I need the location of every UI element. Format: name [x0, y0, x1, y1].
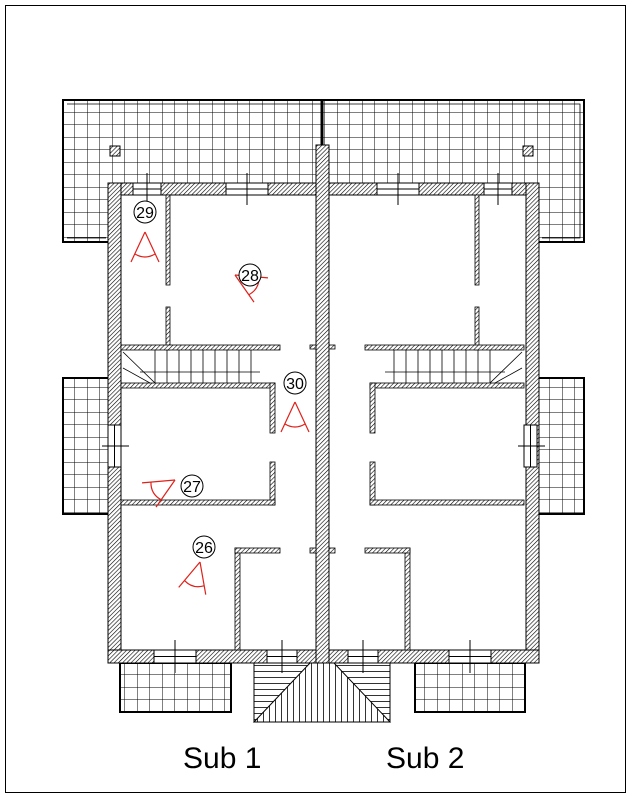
view-angle-icon — [280, 401, 310, 433]
view-ray — [144, 231, 160, 263]
interior-wall — [369, 382, 376, 434]
interior-wall — [369, 382, 525, 389]
view-angle-icon — [178, 561, 207, 595]
view-angle-icon — [141, 479, 176, 508]
interior-wall — [269, 461, 276, 506]
interior-wall — [364, 547, 411, 554]
interior-wall — [165, 306, 171, 351]
unit-label-sub-2: Sub 2 — [386, 742, 465, 775]
interior-wall — [369, 461, 376, 506]
page-frame — [5, 5, 626, 793]
interior-wall — [474, 306, 480, 351]
view-ray — [155, 479, 176, 508]
unit-label-sub-1: Sub 1 — [183, 742, 262, 775]
camera-markers: 29 28 30 27 26 — [130, 200, 310, 595]
interior-wall — [120, 382, 276, 389]
interior-wall — [474, 194, 480, 286]
exterior-wall — [107, 182, 122, 664]
interior-wall — [120, 499, 276, 506]
marker-circle — [238, 263, 262, 287]
view-ray — [294, 401, 310, 433]
chimney — [109, 145, 121, 157]
side-terrace — [537, 377, 585, 515]
camera-marker: 30 — [280, 371, 310, 433]
marker-label: 27 — [183, 479, 201, 496]
marker-label: 26 — [195, 540, 213, 557]
interior-wall — [404, 547, 411, 651]
camera-marker: 29 — [130, 200, 160, 263]
marker-circle — [180, 474, 204, 498]
view-ray — [199, 561, 207, 595]
marker-circle — [283, 371, 307, 395]
interior-wall — [120, 344, 281, 351]
view-ray — [141, 479, 176, 484]
marker-label: 30 — [286, 376, 304, 393]
interior-wall — [364, 344, 525, 351]
view-ray — [134, 253, 156, 258]
camera-marker: 27 — [141, 474, 204, 508]
stair-winder — [122, 367, 151, 384]
interior-wall — [269, 382, 276, 434]
marker-circle — [192, 535, 216, 559]
marker-label: 28 — [241, 268, 259, 285]
walls — [107, 144, 540, 664]
chimney — [522, 145, 534, 157]
camera-marker: 26 — [178, 535, 216, 595]
stair-winder — [489, 351, 523, 384]
view-angle-icon — [130, 231, 160, 263]
interior-wall — [328, 547, 336, 554]
interior-wall — [234, 547, 281, 554]
view-ray — [150, 482, 162, 501]
view-ray — [130, 231, 146, 263]
view-ray — [280, 401, 296, 433]
interior-wall — [328, 344, 336, 350]
interior-wall — [165, 194, 171, 286]
camera-marker: 28 — [234, 263, 269, 303]
view-ray — [284, 423, 306, 428]
stair-winder — [494, 367, 523, 384]
view-ray — [178, 561, 201, 588]
interior-wall — [309, 547, 317, 554]
interior-wall — [234, 547, 241, 651]
stair-winder — [122, 351, 156, 384]
exterior-wall — [315, 144, 330, 664]
marker-circle — [133, 200, 157, 224]
marker-label: 29 — [136, 205, 154, 222]
exterior-wall — [525, 182, 540, 664]
view-ray — [234, 274, 255, 303]
interior-wall — [309, 344, 317, 350]
interior-wall — [369, 499, 525, 506]
openings-and-stairs — [102, 173, 545, 673]
terraces — [62, 99, 585, 723]
view-ray — [184, 580, 205, 588]
